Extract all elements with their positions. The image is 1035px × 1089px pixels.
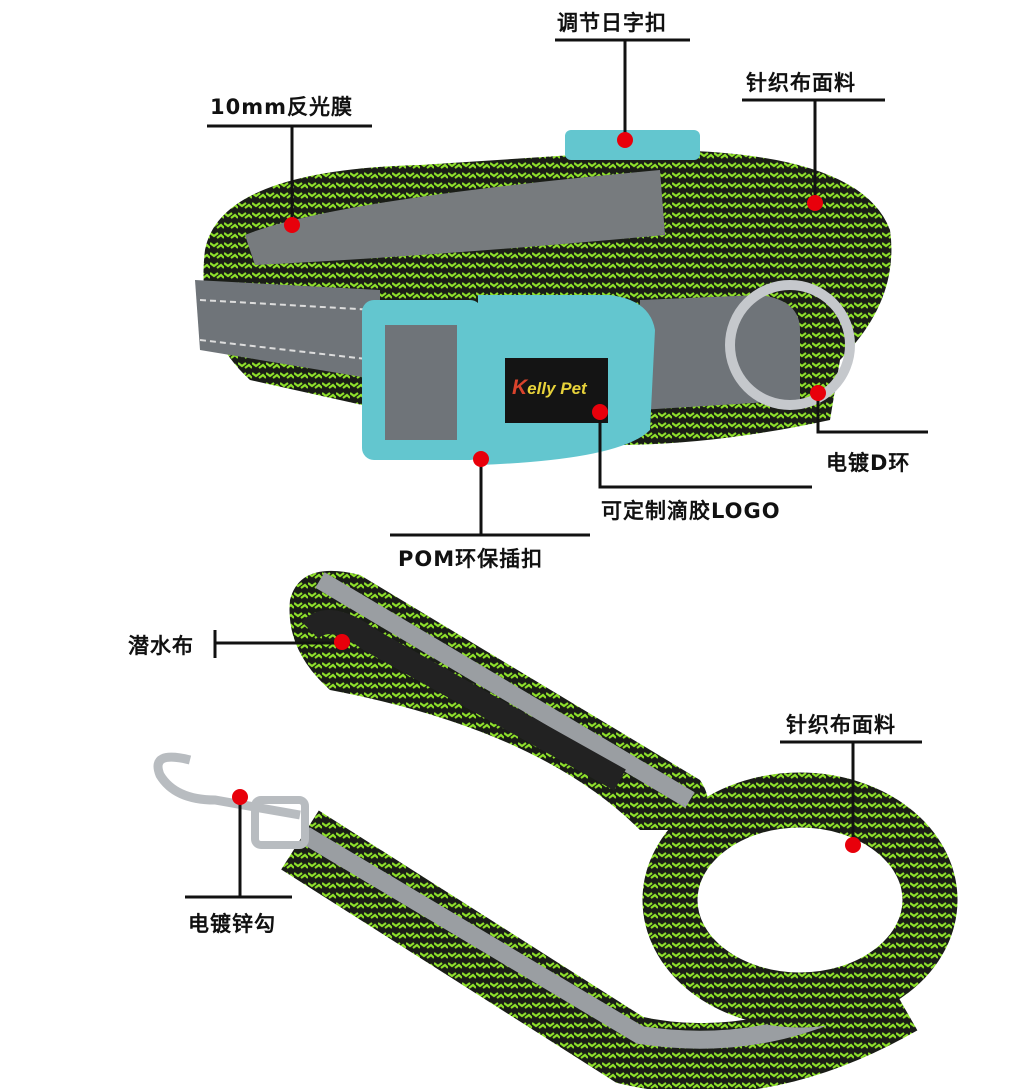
label-hook: 电镀锌勾: [188, 912, 276, 936]
logo-plate: [505, 358, 608, 423]
label-d-ring: 电镀D环: [826, 451, 911, 475]
label-buckle: POM环保插扣: [398, 547, 544, 571]
brand-name: elly Pet: [527, 379, 587, 398]
adjuster-slide: [565, 130, 700, 160]
brand-initial: K: [512, 376, 528, 399]
leash: [153, 570, 958, 1089]
d-ring: [725, 280, 855, 410]
snap-hook: [153, 752, 301, 820]
label-knit-collar: 针织布面料: [746, 71, 856, 95]
collar: [195, 130, 892, 465]
label-adjuster: 调节日字扣: [557, 11, 667, 35]
label-logo: 可定制滴胶LOGO: [601, 499, 781, 523]
leader-lines: [185, 38, 928, 899]
annotation-dots: [232, 132, 861, 853]
brand-logo: Kelly Pet: [512, 376, 587, 400]
label-reflective: 10mm反光膜: [210, 95, 353, 119]
label-neoprene: 潜水布: [128, 634, 194, 658]
label-knit-leash: 针织布面料: [786, 713, 896, 737]
